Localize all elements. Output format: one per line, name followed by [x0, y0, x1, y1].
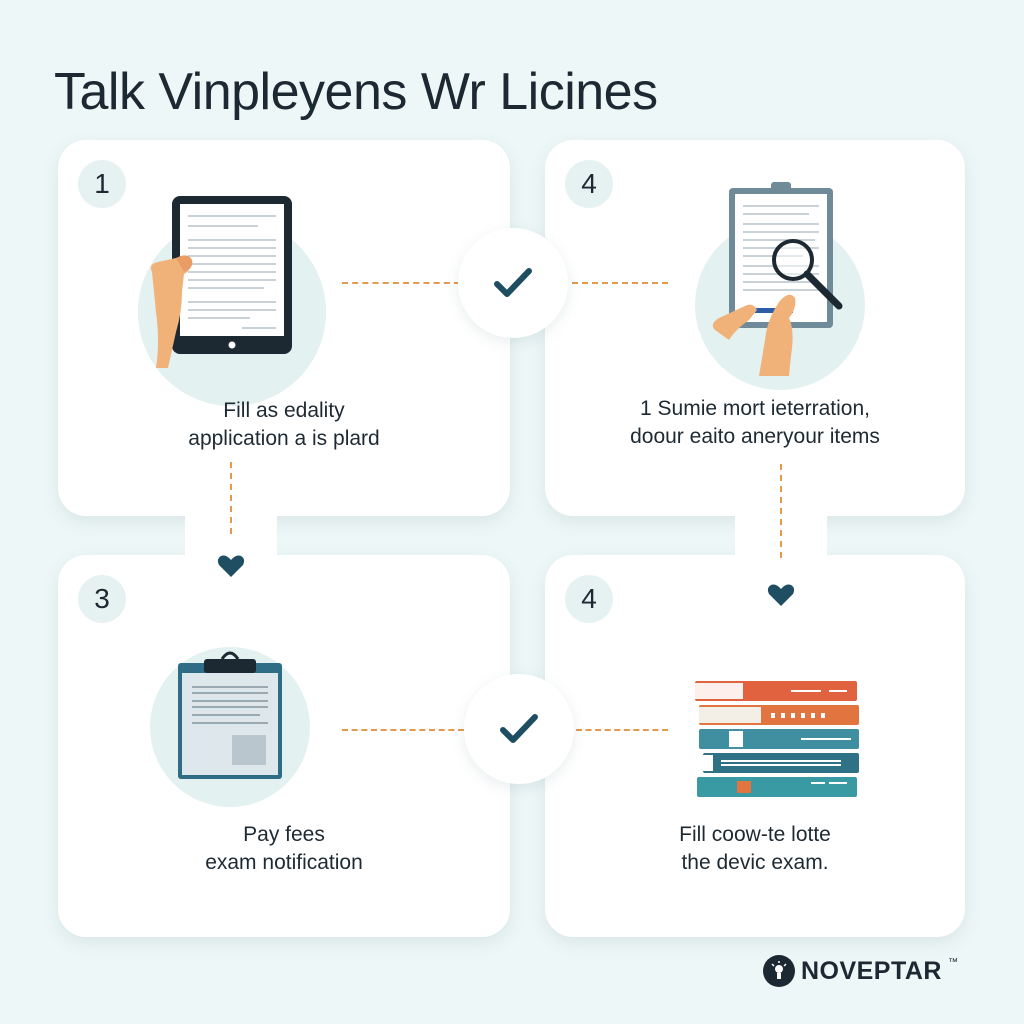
caption-line-2: application a is plard [188, 427, 380, 450]
step-caption: Pay fees exam notification [58, 821, 510, 877]
checkmark-icon [500, 714, 538, 743]
clipboard-magnifier-icon [705, 180, 875, 380]
vertical-connector [735, 462, 827, 648]
step-card-1: 1 Fill a [58, 140, 510, 516]
dashed-connector [342, 282, 460, 284]
dashed-connector [576, 729, 668, 731]
dashed-connector [572, 282, 668, 284]
step-card-4: 4 Fill coow-te lotte the devic exam. [545, 555, 965, 937]
caption-line-1: 1 Sumie mort ieterration, [640, 397, 870, 420]
step-number-badge: 1 [78, 160, 126, 208]
caption-line-1: Fill as edality [223, 399, 345, 422]
step-number-badge: 4 [565, 575, 613, 623]
caption-line-1: Fill coow-te lotte [679, 823, 831, 846]
brand-mark: NOVEPTAR ™ [762, 955, 958, 987]
heart-chevron-icon [767, 582, 795, 608]
checkmark-connector [464, 674, 574, 784]
caption-line-1: Pay fees [243, 823, 325, 846]
books-stack-icon [691, 677, 861, 799]
brand-trademark: ™ [948, 957, 958, 968]
heart-chevron-icon [217, 553, 245, 579]
step-caption: Fill as edality application a is plard [58, 397, 510, 453]
clipboard-icon [170, 649, 288, 785]
checkmark-connector [458, 228, 568, 338]
page-title: Talk Vinpleyens Wr Licines [54, 63, 658, 121]
step-number-badge: 4 [565, 160, 613, 208]
vertical-connector [185, 460, 277, 616]
step-card-3: 3 Pay fees exam notification [58, 555, 510, 937]
checkmark-icon [494, 268, 532, 297]
brand-name: NOVEPTAR [800, 956, 942, 985]
tablet-document-icon [146, 192, 296, 368]
caption-line-2: the devic exam. [681, 851, 829, 874]
step-card-2: 4 1 S [545, 140, 965, 516]
dashed-connector [342, 729, 464, 731]
caption-line-2: exam notification [205, 851, 363, 874]
step-caption: 1 Sumie mort ieterration, doour eaito an… [545, 395, 965, 451]
step-number-badge: 3 [78, 575, 126, 623]
caption-line-2: doour eaito aneryour items [630, 425, 880, 448]
brand-logo-icon [762, 955, 795, 987]
step-caption: Fill coow-te lotte the devic exam. [545, 821, 965, 877]
